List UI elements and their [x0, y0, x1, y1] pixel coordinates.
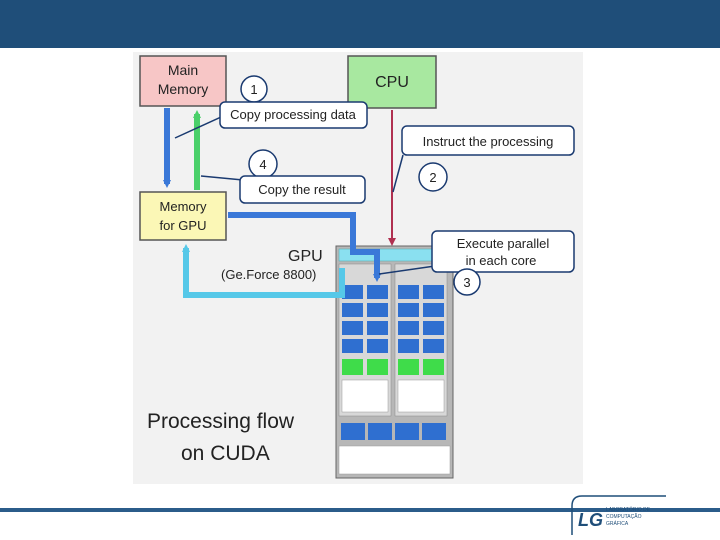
gpu-core-green — [367, 359, 388, 375]
memory-for-gpu-box — [139, 191, 227, 241]
step3-text-line1: Execute parallel — [457, 236, 550, 251]
step2-text: Instruct the processing — [423, 134, 554, 149]
gpu-local-memory — [341, 379, 389, 413]
step2-badge — [418, 162, 448, 192]
gpu-core — [367, 321, 388, 335]
logo-text-line2: COMPUTAÇÃO — [606, 513, 642, 520]
gpu-core — [367, 339, 388, 353]
lab-logo: LG LABORATÓRIO DE COMPUTAÇÃO GRÁFICA — [571, 495, 666, 535]
gpu-core — [342, 339, 363, 353]
gpu-bottom-cores — [341, 423, 446, 440]
caption-line1: Processing flow — [147, 410, 295, 433]
memory-for-gpu-label-line1: Memory — [160, 199, 207, 214]
gpu-cores-left — [341, 285, 389, 413]
data-to-gpu-arrow — [228, 212, 381, 282]
main-memory-label-line2: Memory — [158, 81, 209, 97]
gpu-core — [367, 285, 388, 299]
gpu-core — [342, 303, 363, 317]
logo-text-line1: LABORATÓRIO DE — [606, 506, 651, 513]
gpu-core — [423, 339, 444, 353]
gpu-global-memory — [338, 445, 451, 475]
step2-callout — [401, 125, 575, 156]
gpu-cores-right — [397, 285, 445, 413]
step3-callout — [431, 230, 575, 273]
gpu-core — [423, 285, 444, 299]
cpu-label: CPU — [375, 74, 409, 91]
gpu-core — [368, 423, 392, 440]
gpu-core — [398, 339, 419, 353]
gpu-core — [422, 423, 446, 440]
logo-text-line3: GRÁFICA — [606, 520, 629, 527]
gpu-core — [398, 303, 419, 317]
footer-line — [0, 508, 720, 512]
memory-for-gpu-label-line2: for GPU — [160, 218, 207, 233]
gpu-core — [342, 321, 363, 335]
main-memory-box — [139, 55, 227, 107]
cuda-processing-flow-diagram: Main Memory CPU Memory for GPU — [133, 52, 583, 484]
main-memory-label-line1: Main — [168, 62, 198, 78]
step2-number: 2 — [429, 170, 436, 185]
step4-number: 4 — [259, 157, 266, 172]
step1-callout — [219, 101, 368, 129]
gpu-label: GPU — [288, 248, 323, 265]
step3-number: 3 — [463, 275, 470, 290]
gpu-model-label: (Ge.Force 8800) — [221, 267, 316, 282]
callout-pointer — [392, 154, 404, 193]
step4-text: Copy the result — [258, 182, 346, 197]
gpu-core-green — [423, 359, 444, 375]
step1-number: 1 — [250, 82, 257, 97]
gpu-core — [341, 423, 365, 440]
gpu-core — [395, 423, 419, 440]
logo-mark: LG — [578, 510, 603, 530]
gpu-local-memory — [397, 379, 445, 413]
result-to-memory-arrow — [182, 244, 345, 298]
header-bar — [0, 0, 720, 48]
step4-callout — [239, 175, 366, 204]
gpu-core — [423, 303, 444, 317]
callout-pointer — [200, 175, 244, 181]
gpu-core — [398, 285, 419, 299]
step3-text-line2: in each core — [466, 253, 537, 268]
gpu-core-green — [342, 359, 363, 375]
cpu-box — [347, 55, 437, 109]
gpu-core — [423, 321, 444, 335]
callout-pointer — [378, 265, 436, 275]
gpu-core — [342, 285, 363, 299]
step3-badge — [453, 268, 481, 296]
logo-bracket-outline — [571, 495, 666, 535]
gpu-core-green — [398, 359, 419, 375]
gpu-core — [367, 303, 388, 317]
step1-text: Copy processing data — [230, 107, 357, 122]
caption-line2: on CUDA — [181, 442, 270, 465]
gpu-core — [398, 321, 419, 335]
